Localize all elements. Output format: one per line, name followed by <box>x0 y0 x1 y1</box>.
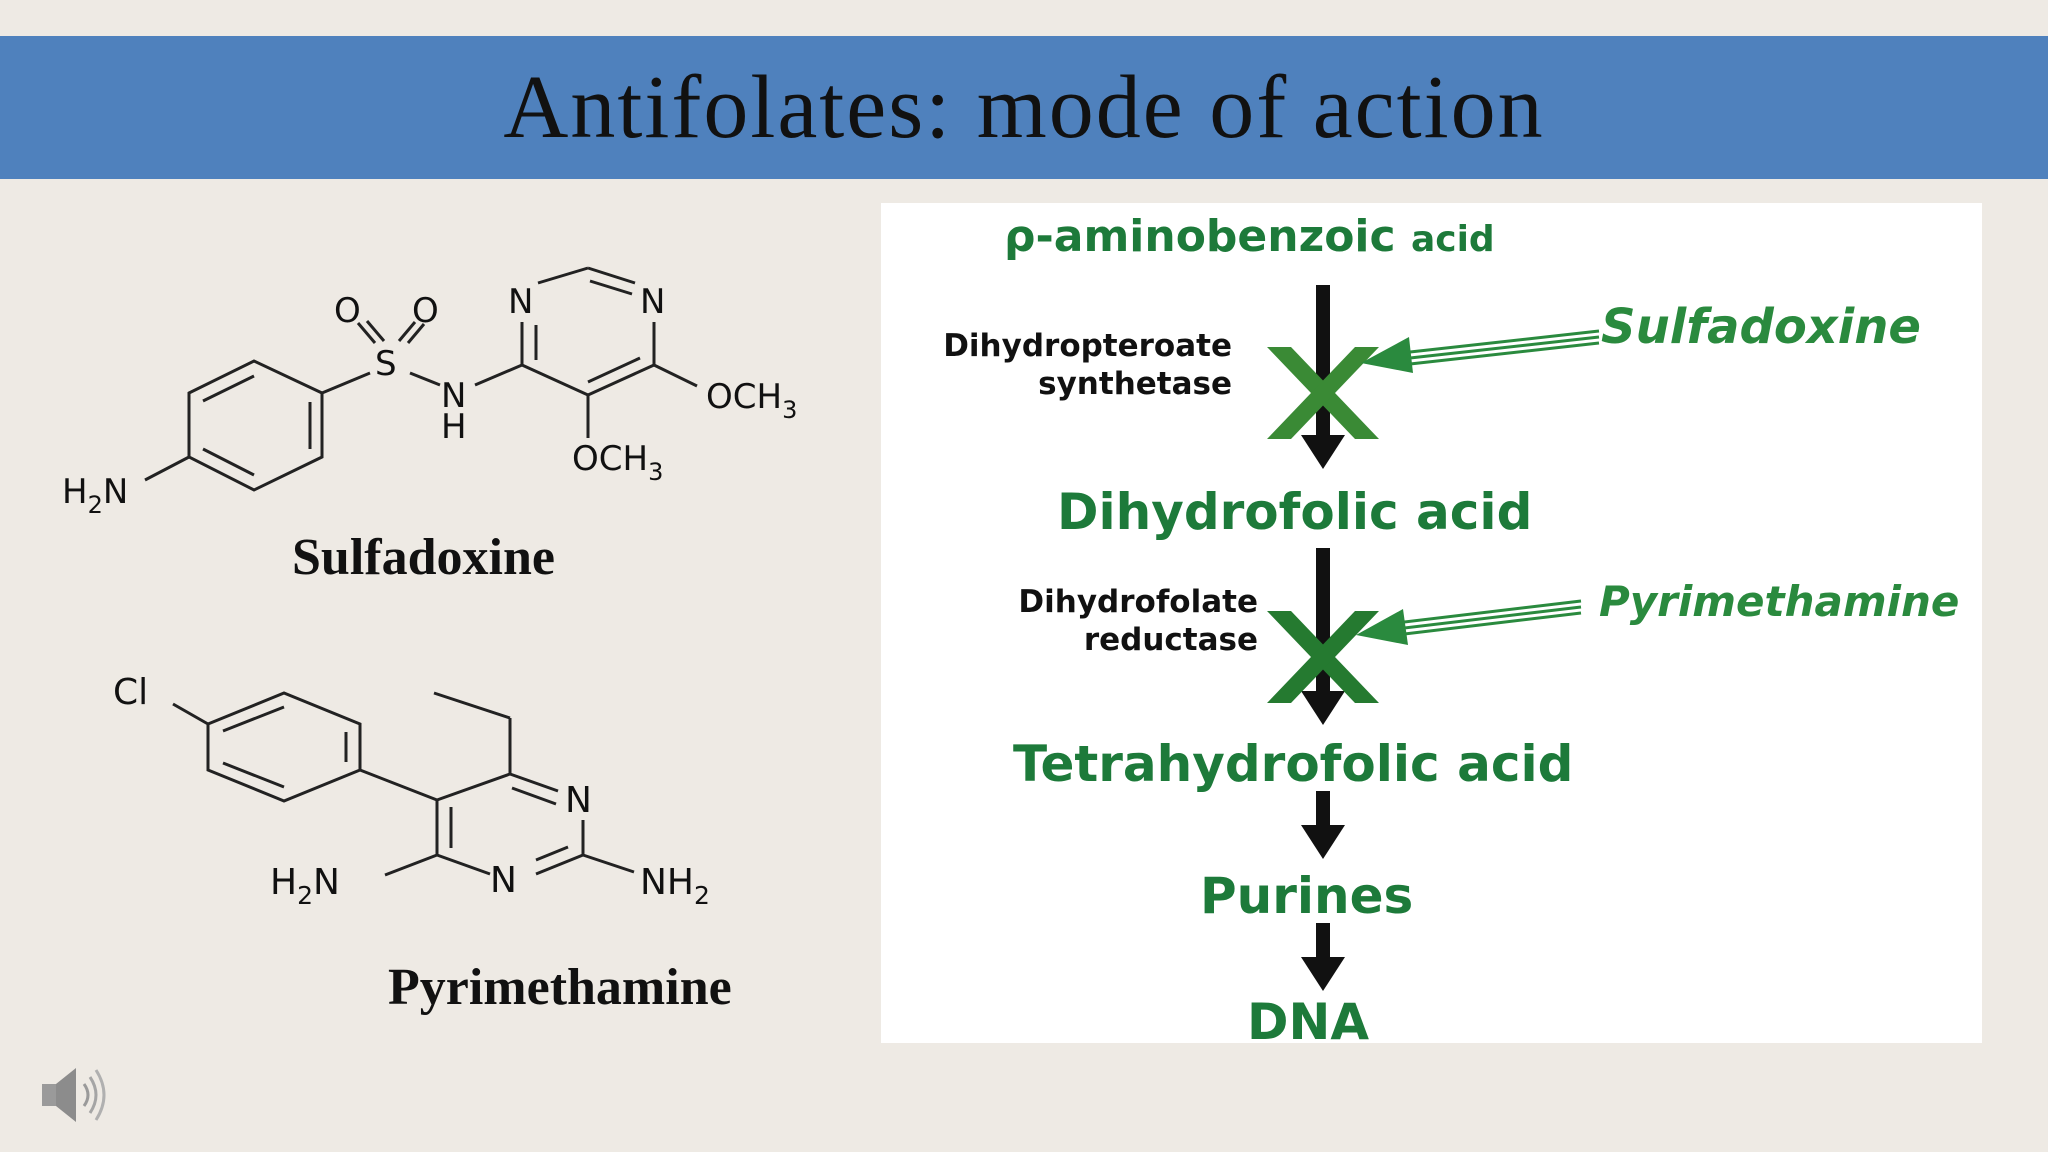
block-x-icon <box>1267 347 1379 439</box>
arrow-down <box>1301 923 1345 991</box>
atom-n: N <box>640 282 665 322</box>
atom-cl: Cl <box>113 672 148 713</box>
pathway-step-purines: Purines <box>1200 867 1414 925</box>
atom-n: N <box>441 376 466 416</box>
atom-o: O <box>412 291 439 331</box>
atom-n: N <box>490 860 517 901</box>
inhibition-arrow <box>1356 599 1582 645</box>
pathway-arrows <box>1267 285 1600 991</box>
speaker-icon[interactable] <box>38 1062 110 1132</box>
atom-och3: OCH3 <box>706 377 797 424</box>
pathway-step-dna: DNA <box>1247 993 1370 1051</box>
sulfadoxine-name: Sulfadoxine <box>292 529 555 586</box>
chemical-structures: O O S N H N N OCH3 OCH3 H2N <box>62 266 797 910</box>
slide-title: Antifolates: mode of action <box>503 57 1545 157</box>
pathway-step-paba: ρ-aminobenzoic acid <box>1004 211 1495 262</box>
title-bar: Antifolates: mode of action <box>0 36 2048 179</box>
pathway-step-dihydrofolic-acid: Dihydrofolic acid <box>1057 483 1533 541</box>
atom-h: H <box>441 407 467 447</box>
pyrimethamine-atoms: Cl N N H2N NH2 <box>113 672 710 910</box>
pathway-step-tetrahydrofolic-acid: Tetrahydrofolic acid <box>1013 735 1574 793</box>
sulfadoxine-atoms: O O S N H N N OCH3 OCH3 H2N <box>62 282 797 519</box>
pathway-panel: ρ-aminobenzoic acid Dihydropteroate synt… <box>881 203 1982 1051</box>
enzyme-dihydropteroate-synthetase: Dihydropteroate synthetase <box>943 328 1232 402</box>
atom-h2n: H2N <box>270 862 340 910</box>
pyrimethamine-name: Pyrimethamine <box>388 959 732 1016</box>
enzyme-dihydrofolate-reductase: Dihydrofolate reductase <box>1018 584 1258 658</box>
block-x-icon <box>1267 611 1379 703</box>
atom-n: N <box>565 780 592 821</box>
atom-o: O <box>334 291 361 331</box>
pyrimethamine-bonds <box>172 691 635 877</box>
atom-nh2: NH2 <box>640 862 710 910</box>
arrow-down <box>1301 791 1345 859</box>
atom-s: S <box>375 344 397 384</box>
atom-h2n: H2N <box>62 472 128 519</box>
drug-label-sulfadoxine: Sulfadoxine <box>1601 299 1921 355</box>
sulfadoxine-bonds <box>144 266 698 492</box>
atom-n: N <box>508 282 533 322</box>
inhibition-arrow <box>1361 329 1600 373</box>
drug-label-pyrimethamine: Pyrimethamine <box>1599 577 1960 626</box>
atom-och3: OCH3 <box>572 439 663 486</box>
